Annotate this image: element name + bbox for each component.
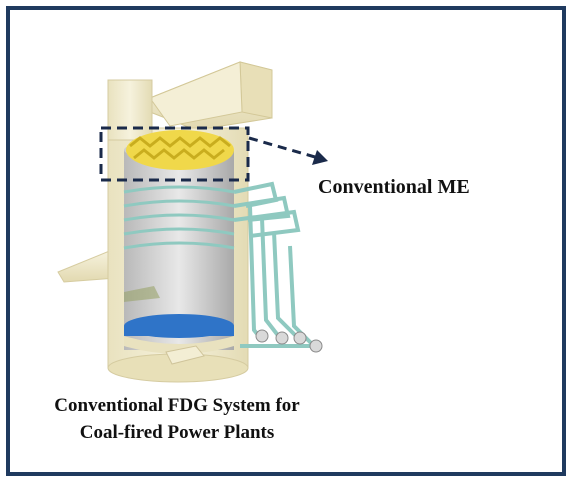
liquid-pool <box>124 314 234 365</box>
pump-icons <box>255 329 323 353</box>
mist-eliminator-label: Conventional ME <box>318 176 470 198</box>
caption-line-2: Coal-fired Power Plants <box>79 422 275 443</box>
internal-baffle <box>124 286 160 302</box>
figure-frame <box>6 6 566 476</box>
outlet-duct <box>149 61 273 131</box>
spray-headers <box>123 185 235 250</box>
dashed-arrow-icon <box>248 136 328 165</box>
inlet-duct <box>57 249 117 283</box>
figure-caption: Conventional FDG System for Coal-fired P… <box>22 392 332 446</box>
mist-eliminator-icon <box>126 130 234 170</box>
caption-line-1: Conventional FDG System for <box>54 395 300 416</box>
mist-eliminator-highlight <box>99 126 250 182</box>
